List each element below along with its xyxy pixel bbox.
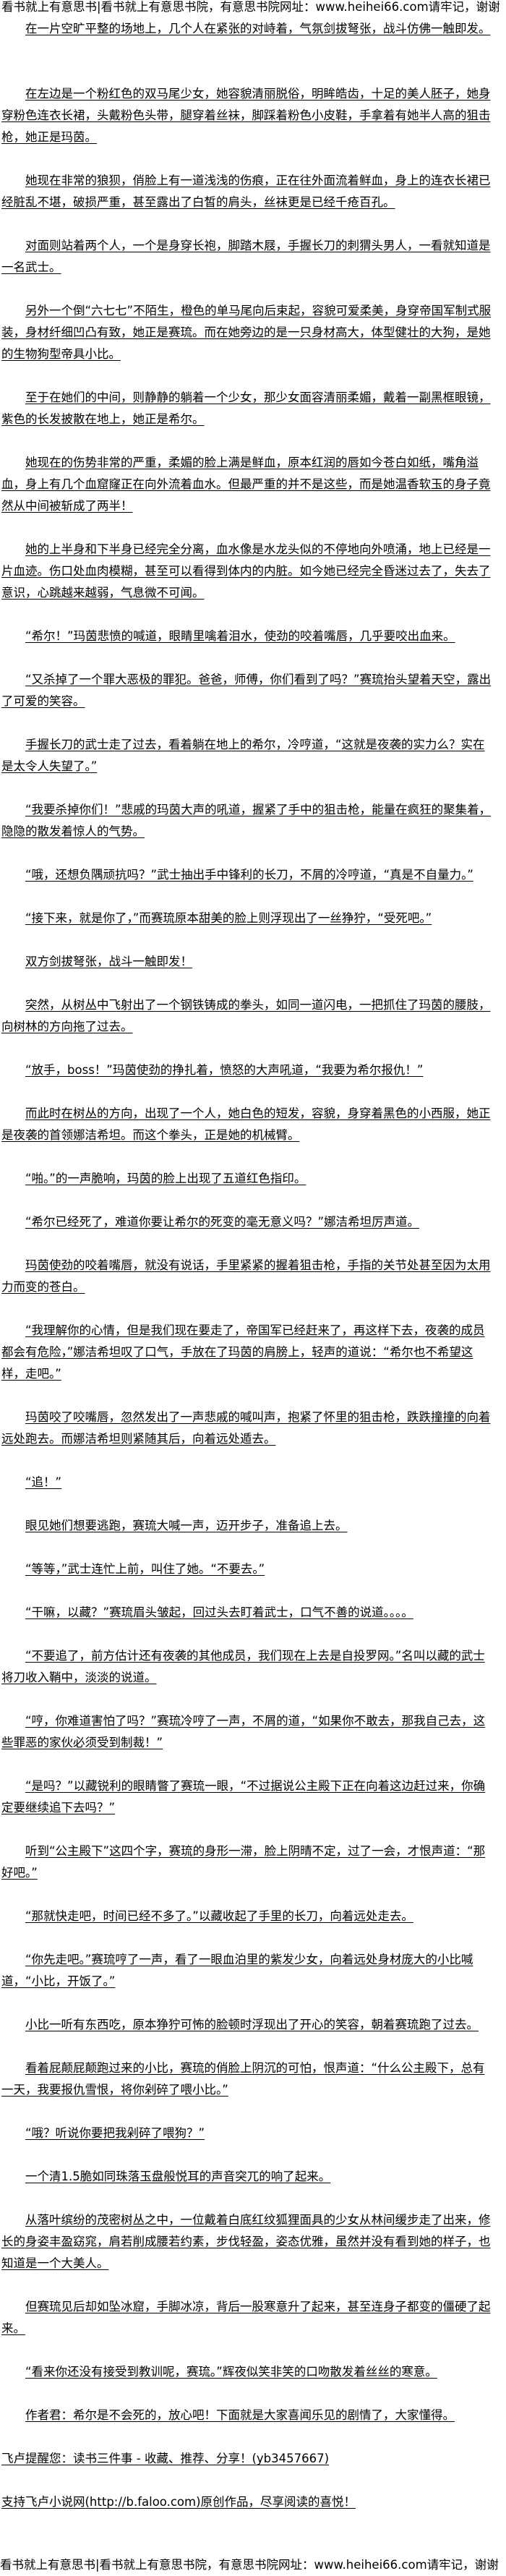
paragraph-text: 眼见她们想要逃跑，赛琉大喊一声，迈开步子，准备追上去。	[25, 1519, 348, 1532]
story-paragraph: “啪。”的一声脆响，玛茵的脸上出现了五道红色指印。	[1, 1168, 493, 1190]
paragraph-text: “是吗？”以藏锐利的眼睛瞥了赛琉一眼，“不过据说公主殿下正在向着这边赶过来，你确…	[1, 1779, 486, 1814]
story-paragraph: 她现在的伤势非常的严重，柔媚的脸上满是鲜血，原本红润的唇如今苍白如纸，嘴角溢血，…	[1, 452, 493, 517]
story-paragraph: “希尔！”玛茵悲愤的喊道，眼睛里噙着泪水，使劲的咬着嘴唇，几乎要咬出血来。	[1, 626, 493, 647]
story-paragraph: “是吗？”以藏锐利的眼睛瞥了赛琉一眼，“不过据说公主殿下正在向着这边赶过来，你确…	[1, 1775, 493, 1819]
document-page: 看书就上有意思书|看书就上有意思书院，有意思书院网址：www.heihei66.…	[1, 0, 500, 2535]
paragraph-text: “看来你还没有接受到教训呢，赛琉。”辉夜似笑非笑的口吻散发着丝丝的寒意。	[25, 2365, 437, 2379]
chapter-body: 在一片空旷平整的场地上，几个人在紧张的对峙着，气氛剑拔弩张，战斗仿佛一触即发。在…	[1, 18, 493, 2513]
story-paragraph: 小比一听有东西吃，原本狰狞可怖的脸顿时浮现出了开心的笑容，朝着赛琉跑了过去。	[1, 2014, 493, 2036]
paragraph-text: “希尔！”玛茵悲愤的喊道，眼睛里噙着泪水，使劲的咬着嘴唇，几乎要咬出血来。	[25, 629, 455, 643]
paragraph-text: “接下来，就是你了，”而赛琉原本甜美的脸上则浮现出了一丝狰狞，“受死吧。”	[25, 911, 432, 925]
story-paragraph: 双方剑拔弩张，战斗一触即发！	[1, 951, 493, 973]
story-paragraph: 但赛琉见后却如坠冰窟，手脚冰凉，背后一股寒意升了起来，甚至连身子都变的僵硬了起来…	[1, 2296, 493, 2340]
story-paragraph: 在左边是一个粉红色的双马尾少女，她容貌清丽脱俗，明眸皓齿，十足的美人胚子，她身穿…	[1, 83, 493, 148]
paragraph-text: 支持飞卢小说网(http://b.faloo.com)原创作品，尽享阅读的喜悦！	[1, 2495, 356, 2509]
paragraph-text: 玛茵咬了咬嘴唇，忽然发出了一声悲戚的喊叫声，抱紧了怀里的狙击枪，跌跌撞撞的向着远…	[1, 1410, 491, 1446]
story-paragraph: “我要杀掉你们！”悲戚的玛茵大声的吼道，握紧了手中的狙击枪，能量在疯狂的聚集着，…	[1, 799, 493, 843]
header-banner: 看书就上有意思书|看书就上有意思书院，有意思书院网址：www.heihei66.…	[1, 0, 500, 14]
story-paragraph: “哼，你难道害怕了吗？”赛琉冷哼了一声，不屑的道，“如果你不敢去，那我自己去，这…	[1, 1710, 493, 1754]
story-paragraph: “放手，boss！”玛茵使劲的挣扎着，愤怒的大声吼道，“我要为希尔报仇！”	[1, 1059, 493, 1081]
paragraph-text: “我要杀掉你们！”悲戚的玛茵大声的吼道，握紧了手中的狙击枪，能量在疯狂的聚集着，…	[1, 803, 492, 838]
story-paragraph: “看来你还没有接受到教训呢，赛琉。”辉夜似笑非笑的口吻散发着丝丝的寒意。	[1, 2361, 493, 2383]
story-paragraph: 至于在她们的中间，则静静的躺着一个少女，那少女面容清丽柔媚，戴着一副黑框眼镜，紫…	[1, 387, 493, 430]
story-paragraph: 另外一个倒“六七七”不陌生，橙色的单马尾向后束起，容貌可爱柔美，身穿帝国军制式服…	[1, 300, 493, 365]
story-paragraph: “哦？听说你要把我剁碎了喂狗？”	[1, 2123, 493, 2144]
paragraph-text: “哦？听说你要把我剁碎了喂狗？”	[25, 2126, 205, 2140]
paragraph-text: 从落叶缤纷的茂密树丛之中，一位戴着白底红纹狐狸面具的少女从林间缓步走了出来，修长…	[1, 2213, 491, 2270]
story-paragraph: “接下来，就是你了，”而赛琉原本甜美的脸上则浮现出了一丝狰狞，“受死吧。”	[1, 908, 493, 929]
paragraph-text: 玛茵使劲的咬着嘴唇，就没有说话，手里紧紧的握着狙击枪，手指的关节处甚至因为太用力…	[1, 1258, 491, 1294]
paragraph-text: “我理解你的心情，但是我们现在要走了，帝国军已经赶来了，再这样下去，夜袭的成员都…	[1, 1323, 485, 1381]
story-paragraph: 看着屁颠屁颠跑过来的小比，赛琉的俏脸上阴沉的可怕，恨声道：“什么公主殿下，总有一…	[1, 2057, 493, 2101]
paragraph-text: 她现在非常的狼狈，俏脸上有一道浅浅的伤痕，正在往外面流着鲜血，身上的连衣长裙已经…	[1, 174, 491, 209]
story-paragraph: “又杀掉了一个罪大恶极的罪犯。爸爸，师傅，你们看到了吗？”赛琉抬头望着天空，露出…	[1, 669, 493, 712]
paragraph-text: “哦，还想负隅顽抗吗？”武士抽出手中锋利的长刀，不屑的冷哼道，“真是不自量力。”	[25, 868, 473, 882]
story-paragraph: “哦，还想负隅顽抗吗？”武士抽出手中锋利的长刀，不屑的冷哼道，“真是不自量力。”	[1, 864, 493, 886]
paragraph-text: “等等，”武士连忙上前，叫住了她。“不要去。”	[25, 1562, 265, 1576]
story-paragraph: 飞卢提醒您：读书三件事 - 收藏、推荐、分享！(yb3457667)	[1, 2448, 493, 2470]
paragraph-text: 在一片空旷平整的场地上，几个人在紧张的对峙着，气氛剑拔弩张，战斗仿佛一触即发。	[25, 22, 491, 35]
story-paragraph: 对面则站着两个人，一个是身穿长袍，脚踏木屐，手握长刀的刺猬头男人，一看就知道是一…	[1, 235, 493, 278]
story-paragraph: 而此时在树丛的方向，出现了一个人，她白色的短发，容貌，身穿着黑色的小西服，她正是…	[1, 1103, 493, 1146]
paragraph-text: “干嘛，以藏？”赛琉眉头皱起，回过头去盯着武士，口气不善的说道。。。。	[25, 1605, 413, 1619]
paragraph-text: “又杀掉了一个罪大恶极的罪犯。爸爸，师傅，你们看到了吗？”赛琉抬头望着天空，露出…	[1, 673, 492, 708]
story-paragraph: “等等，”武士连忙上前，叫住了她。“不要去。”	[1, 1558, 493, 1580]
paragraph-text: 小比一听有东西吃，原本狰狞可怖的脸顿时浮现出了开心的笑容，朝着赛琉跑了过去。	[25, 2018, 479, 2031]
paragraph-text: 手握长刀的武士走了过去，看着躺在地上的希尔，冷哼道，“这就是夜袭的实力么？实在是…	[1, 738, 485, 773]
paragraph-text: “希尔已经死了，难道你要让希尔的死变的毫无意义吗？”娜洁希坦厉声道。	[25, 1215, 420, 1229]
paragraph-text: 但赛琉见后却如坠冰窟，手脚冰凉，背后一股寒意升了起来，甚至连身子都变的僵硬了起来…	[1, 2300, 491, 2335]
story-paragraph: 突然，从树丛中飞射出了一个钢铁铸成的拳头，如同一道闪电，一把抓住了玛茵的腰肢，向…	[1, 994, 493, 1038]
paragraph-text: 她的上半身和下半身已经完全分离，血水像是水龙头似的不停地向外喷涌，地上已经是一片…	[1, 542, 491, 600]
paragraph-text: 双方剑拔弩张，战斗一触即发！	[25, 955, 192, 968]
story-paragraph: 作者君：希尔是不会死的，放心吧！下面就是大家喜闻乐见的剧情了，大家懂得。	[1, 2405, 493, 2426]
story-paragraph: “干嘛，以藏？”赛琉眉头皱起，回过头去盯着武士，口气不善的说道。。。。	[1, 1602, 493, 1624]
paragraph-text: 她现在的伤势非常的严重，柔媚的脸上满是鲜血，原本红润的唇如今苍白如纸，嘴角溢血，…	[1, 456, 491, 513]
paragraph-text: 突然，从树丛中飞射出了一个钢铁铸成的拳头，如同一道闪电，一把抓住了玛茵的腰肢，向…	[1, 998, 491, 1033]
story-paragraph: 玛茵使劲的咬着嘴唇，就没有说话，手里紧紧的握着狙击枪，手指的关节处甚至因为太用力…	[1, 1255, 493, 1298]
paragraph-text: 而此时在树丛的方向，出现了一个人，她白色的短发，容貌，身穿着黑色的小西服，她正是…	[1, 1106, 491, 1142]
paragraph-text: “放手，boss！”玛茵使劲的挣扎着，愤怒的大声吼道，“我要为希尔报仇！”	[25, 1063, 424, 1077]
story-paragraph: 她的上半身和下半身已经完全分离，血水像是水龙头似的不停地向外喷涌，地上已经是一片…	[1, 539, 493, 604]
story-paragraph: “追！”	[1, 1472, 493, 1493]
paragraph-text: “哼，你难道害怕了吗？”赛琉冷哼了一声，不屑的道，“如果你不敢去，那我自己去，这…	[1, 1714, 486, 1749]
story-paragraph: “希尔已经死了，难道你要让希尔的死变的毫无意义吗？”娜洁希坦厉声道。	[1, 1211, 493, 1233]
story-paragraph: 在一片空旷平整的场地上，几个人在紧张的对峙着，气氛剑拔弩张，战斗仿佛一触即发。	[1, 18, 493, 40]
paragraph-text: 作者君：希尔是不会死的，放心吧！下面就是大家喜闻乐见的剧情了，大家懂得。	[25, 2408, 455, 2422]
paragraph-text: “不要追了，前方估计还有夜袭的其他成员，我们现在上去是自投罗网。”名叫以藏的武士…	[1, 1649, 485, 1684]
story-paragraph: 听到“公主殿下”这四个字，赛琉的身形一滞，脸上阴晴不定，过了一会，才恨声道：“那…	[1, 1841, 493, 1884]
paragraph-text: “啪。”的一声脆响，玛茵的脸上出现了五道红色指印。	[25, 1172, 306, 1185]
story-paragraph: 眼见她们想要逃跑，赛琉大喊一声，迈开步子，准备追上去。	[1, 1515, 493, 1537]
story-paragraph: 手握长刀的武士走了过去，看着躺在地上的希尔，冷哼道，“这就是夜袭的实力么？实在是…	[1, 734, 493, 777]
paragraph-text: 看着屁颠屁颠跑过来的小比，赛琉的俏脸上阴沉的可怕，恨声道：“什么公主殿下，总有一…	[1, 2061, 485, 2097]
paragraph-text: 对面则站着两个人，一个是身穿长袍，脚踏木屐，手握长刀的刺猬头男人，一看就知道是一…	[1, 239, 491, 274]
story-paragraph: “那就快走吧，时间已经不多了。”以藏收起了手里的长刀，向着远处走去。	[1, 1906, 493, 1927]
story-paragraph: “我理解你的心情，但是我们现在要走了，帝国军已经赶来了，再这样下去，夜袭的成员都…	[1, 1320, 493, 1385]
story-paragraph: 她现在非常的狼狈，俏脸上有一道浅浅的伤痕，正在往外面流着鲜血，身上的连衣长裙已经…	[1, 170, 493, 213]
story-paragraph: 玛茵咬了咬嘴唇，忽然发出了一声悲戚的喊叫声，抱紧了怀里的狙击枪，跌跌撞撞的向着远…	[1, 1407, 493, 1450]
story-paragraph: 一个清1.5脆如同珠落玉盘般悦耳的声音突兀的响了起来。	[1, 2166, 493, 2188]
story-paragraph: 支持飞卢小说网(http://b.faloo.com)原创作品，尽享阅读的喜悦！	[1, 2491, 493, 2513]
paragraph-text: 听到“公主殿下”这四个字，赛琉的身形一滞，脸上阴晴不定，过了一会，才恨声道：“那…	[1, 1844, 486, 1880]
paragraph-text: 另外一个倒“六七七”不陌生，橙色的单马尾向后束起，容貌可爱柔美，身穿帝国军制式服…	[1, 304, 492, 361]
story-paragraph: “不要追了，前方估计还有夜袭的其他成员，我们现在上去是自投罗网。”名叫以藏的武士…	[1, 1645, 493, 1689]
paragraph-text: 飞卢提醒您：读书三件事 - 收藏、推荐、分享！(yb3457667)	[1, 2452, 330, 2465]
story-paragraph: “你先走吧。”赛琉哼了一声，看了一眼血泊里的紫发少女，向着远处身材庞大的小比喊道…	[1, 1949, 493, 1992]
paragraph-text: “你先走吧。”赛琉哼了一声，看了一眼血泊里的紫发少女，向着远处身材庞大的小比喊道…	[1, 1953, 473, 1988]
paragraph-text: “追！”	[25, 1475, 62, 1489]
footer-banner: 看书就上有意思书|看书就上有意思书院，有意思书院网址：www.heihei66.…	[0, 2558, 499, 2572]
paragraph-text: “那就快走吧，时间已经不多了。”以藏收起了手里的长刀，向着远处走去。	[25, 1909, 413, 1923]
paragraph-text: 至于在她们的中间，则静静的躺着一个少女，那少女面容清丽柔媚，戴着一副黑框眼镜，紫…	[1, 391, 491, 426]
paragraph-text: 一个清1.5脆如同珠落玉盘般悦耳的声音突兀的响了起来。	[25, 2170, 331, 2183]
story-paragraph: 从落叶缤纷的茂密树丛之中，一位戴着白底红纹狐狸面具的少女从林间缓步走了出来，修长…	[1, 2209, 493, 2274]
paragraph-text: 在左边是一个粉红色的双马尾少女，她容貌清丽脱俗，明眸皓齿，十足的美人胚子，她身穿…	[1, 87, 491, 144]
